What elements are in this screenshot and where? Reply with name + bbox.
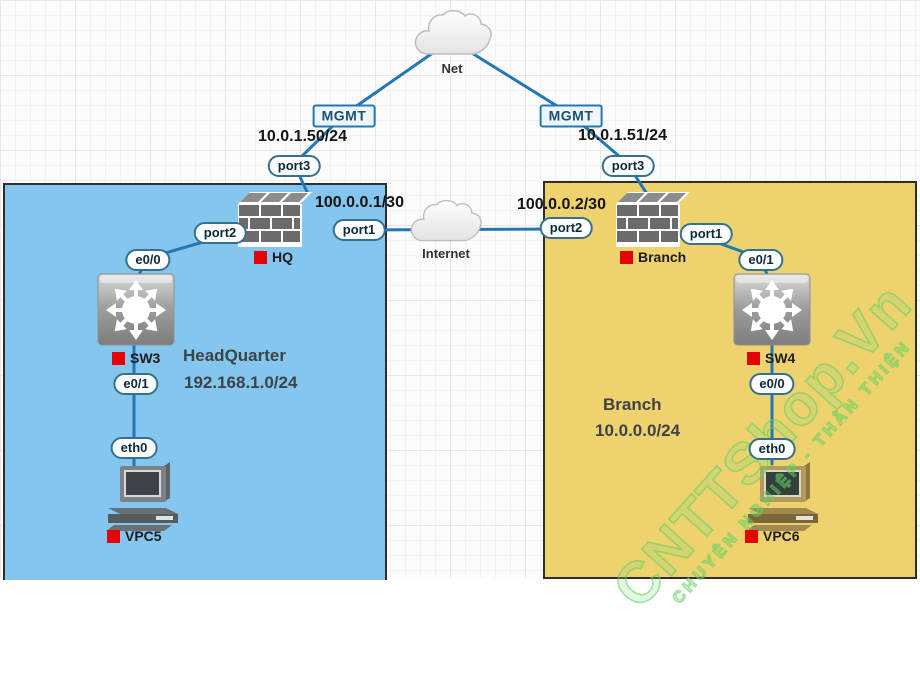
cloud-internet-label: Internet: [422, 246, 470, 261]
topology-canvas: CNTTShop.Vn CHUYÊN NGHIỆP - THÂN THIỆN N…: [0, 0, 920, 621]
wan-ip-left: 100.0.0.1/30: [315, 194, 404, 211]
cloud-net[interactable]: [413, 10, 493, 62]
device-marker-icon: [747, 351, 760, 365]
zone-headquarter-rect: [3, 183, 387, 580]
switch-sw3-icon[interactable]: [97, 273, 175, 346]
link-net-to-fw-hq: [292, 48, 439, 196]
port-label-hq-port2: port2: [193, 222, 247, 244]
port-label-sw4-e00: e0/0: [749, 373, 795, 395]
port-label-vpc5-eth0: eth0: [110, 437, 158, 459]
firewall-hq-label: HQ: [254, 249, 293, 265]
device-marker-icon: [112, 351, 125, 365]
wan-ip-right: 100.0.0.2/30: [517, 196, 606, 213]
firewall-branch-icon[interactable]: [614, 190, 690, 248]
firewall-branch-label: Branch: [620, 249, 686, 265]
device-marker-icon: [745, 529, 758, 543]
device-marker-icon: [620, 250, 633, 264]
mgmt-badge-right: MGMT: [539, 104, 603, 128]
switch-sw3-label: SW3: [112, 350, 160, 366]
pc-vpc5-label: VPC5: [107, 528, 162, 544]
zone-branch-title: Branch: [603, 395, 662, 414]
port-label-vpc6-eth0: eth0: [748, 438, 796, 460]
device-marker-icon: [254, 250, 267, 264]
link-net-to-fw-branch: [465, 48, 649, 196]
port-label-hq-port1: port1: [332, 219, 386, 241]
cloud-internet[interactable]: [408, 200, 484, 248]
zone-hq-subnet: 192.168.1.0/24: [184, 373, 298, 392]
port-label-branch-port2: port2: [539, 217, 593, 239]
cloud-net-label: Net: [441, 61, 463, 76]
port-label-sw3-e00: e0/0: [125, 249, 171, 271]
mgmt-badge-left: MGMT: [312, 104, 376, 128]
port-label-branch-port3: port3: [601, 155, 655, 177]
mgmt-ip-left: 10.0.1.50/24: [258, 128, 347, 145]
port-label-hq-port3: port3: [267, 155, 321, 177]
pc-vpc5-icon[interactable]: [96, 462, 184, 532]
pc-vpc6-icon[interactable]: [736, 462, 824, 532]
switch-sw4-label: SW4: [747, 350, 795, 366]
port-label-sw4-e01: e0/1: [738, 249, 784, 271]
device-marker-icon: [107, 529, 120, 543]
pc-vpc6-label: VPC6: [745, 528, 800, 544]
switch-sw4-icon[interactable]: [733, 273, 811, 346]
zone-branch-subnet: 10.0.0.0/24: [595, 421, 681, 440]
port-label-sw3-e01: e0/1: [113, 373, 159, 395]
firewall-hq-icon[interactable]: [236, 190, 312, 248]
zone-hq-title: HeadQuarter: [183, 346, 286, 365]
mgmt-ip-right: 10.0.1.51/24: [578, 127, 667, 144]
port-label-branch-port1: port1: [679, 223, 733, 245]
